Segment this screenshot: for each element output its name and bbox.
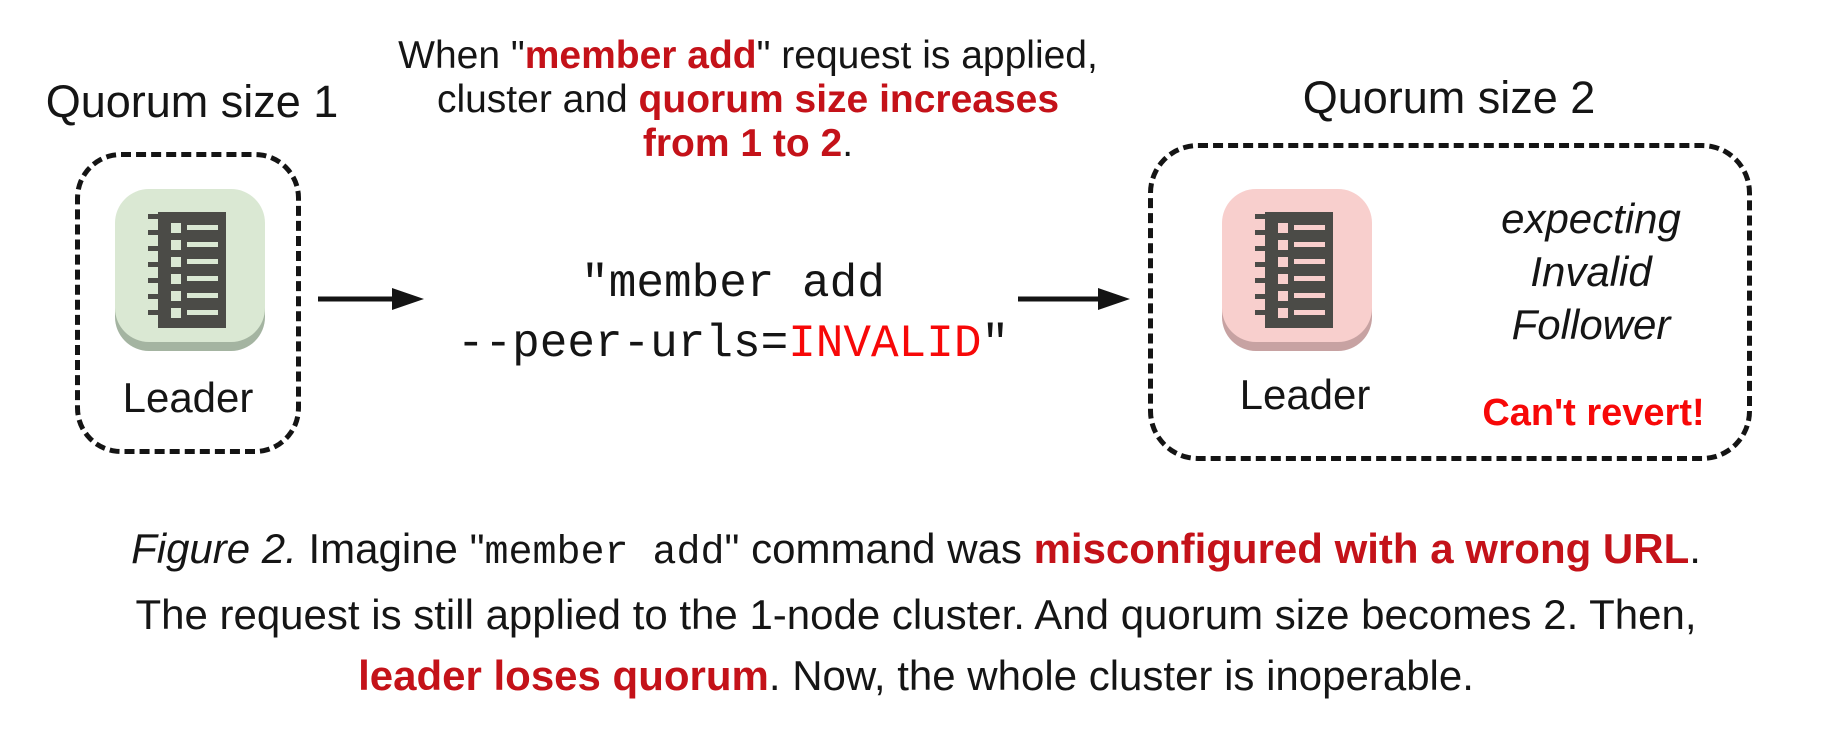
caption-highlight: leader loses quorum bbox=[358, 652, 769, 699]
caption-command-text: member add bbox=[484, 531, 725, 576]
cant-revert-warning: Can't revert! bbox=[1482, 392, 1705, 434]
annotation-line-3: from 1 to 2. bbox=[398, 122, 1098, 166]
annotation-line-2: cluster and quorum size increases bbox=[398, 78, 1098, 122]
command-line-1: "member add bbox=[581, 258, 885, 310]
arrow-right-icon bbox=[1018, 288, 1130, 310]
annotation-highlight: from 1 to 2 bbox=[642, 122, 843, 165]
right-cluster-title: Quorum size 2 bbox=[1302, 72, 1596, 123]
expecting-invalid-follower-note: expecting Invalid Follower bbox=[1441, 192, 1741, 351]
left-cluster-box bbox=[75, 152, 301, 454]
expecting-line: Follower bbox=[1511, 301, 1671, 348]
caption-text: . bbox=[1689, 525, 1701, 572]
annotation-text: " request is applied, bbox=[756, 34, 1098, 77]
annotation-text: When " bbox=[398, 34, 525, 77]
arrow-right-icon bbox=[318, 288, 424, 310]
top-annotation: When "member add" request is applied, cl… bbox=[398, 34, 1098, 166]
expecting-line: Invalid bbox=[1530, 248, 1652, 295]
annotation-text: cluster and bbox=[436, 78, 639, 121]
caption-line-3: leader loses quorum. Now, the whole clus… bbox=[26, 645, 1806, 706]
caption-text: . Now, the whole cluster is inoperable. bbox=[768, 652, 1474, 699]
annotation-text: . bbox=[842, 122, 854, 165]
member-add-command: "member add --peer-urls=INVALID" bbox=[383, 254, 1083, 374]
caption-line-2: The request is still applied to the 1-no… bbox=[135, 591, 1697, 638]
caption-highlight: misconfigured with a wrong URL bbox=[1033, 525, 1690, 572]
command-invalid-value: INVALID bbox=[788, 318, 982, 370]
leader-server-icon-pink bbox=[1222, 189, 1372, 351]
leader-server-icon-green bbox=[115, 189, 265, 351]
figure-number: Figure 2. bbox=[131, 525, 297, 572]
annotation-highlight: member add bbox=[524, 34, 757, 77]
caption-text: " command was bbox=[724, 525, 1034, 572]
right-leader-label: Leader bbox=[1239, 371, 1371, 418]
left-cluster-title: Quorum size 1 bbox=[45, 76, 339, 127]
figure-caption: Figure 2. Imagine "member add" command w… bbox=[26, 518, 1806, 706]
caption-text: Imagine " bbox=[296, 525, 485, 572]
command-line-2: --peer-urls=INVALID" bbox=[383, 314, 1083, 374]
caption-line-1: Figure 2. Imagine "member add" command w… bbox=[26, 518, 1806, 584]
annotation-highlight: quorum size increases bbox=[638, 78, 1060, 121]
annotation-line-1: When "member add" request is applied, bbox=[398, 34, 1098, 78]
expecting-line: expecting bbox=[1501, 195, 1681, 242]
command-text: --peer-urls= bbox=[456, 318, 789, 370]
command-text: " bbox=[981, 318, 1010, 370]
left-leader-label: Leader bbox=[122, 374, 254, 421]
right-cluster-box bbox=[1148, 143, 1752, 461]
